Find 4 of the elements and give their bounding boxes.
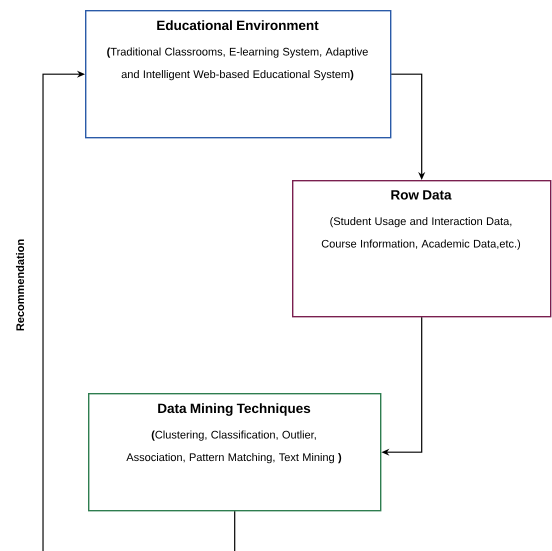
process-box: Data Mining Techniques (Clustering, Classification, Outlier, Association, Pattern Matching, Text Mining ): [88, 393, 382, 512]
process-box: Educational Environment (Traditional Classrooms, E-learning System, Adaptive and Intelligent Web-based Educational System): [85, 10, 392, 138]
edge-label: Recommendation: [16, 240, 24, 330]
process-box: Row Data (Student Usage and Interaction Data, Course Information, Academic Data,etc.): [292, 180, 552, 318]
